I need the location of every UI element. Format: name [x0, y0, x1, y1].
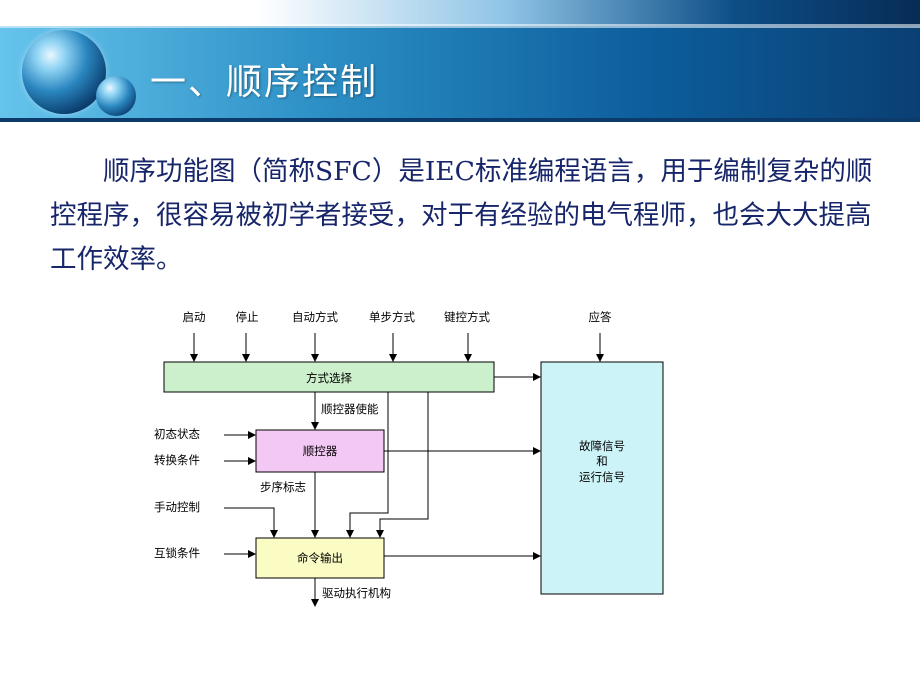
signal-box-line-and: 和 — [596, 454, 608, 468]
body-paragraph: 顺序功能图（简称SFC）是IEC标准编程语言，用于编制复杂的顺控程序，很容易被初… — [50, 150, 880, 282]
slide-title: 一、顺序控制 — [150, 62, 379, 103]
signal-box-line-run: 运行信号 — [579, 470, 625, 484]
manual-control-label: 手动控制 — [154, 500, 200, 514]
input-label-answer: 应答 — [589, 310, 612, 324]
header-highlight-line — [0, 24, 920, 28]
arrow-manual-control — [224, 507, 278, 538]
sequencer-label: 顺控器 — [303, 444, 338, 458]
command-output-label: 命令输出 — [297, 551, 343, 565]
mode-select-box — [163, 361, 495, 393]
header-top-strip — [0, 0, 920, 26]
drive-output-label: 驱动执行机构 — [322, 586, 391, 600]
paragraph-text: 顺序功能图（简称SFC）是IEC标准编程语言，用于编制复杂的顺控程序，很容易被初… — [50, 156, 873, 275]
small-sphere-decoration — [96, 76, 136, 116]
command-output-box — [255, 537, 385, 579]
line-mode-to-command-b — [376, 392, 429, 538]
input-label-start: 启动 — [183, 310, 206, 324]
input-label-single-step-mode: 单步方式 — [369, 310, 415, 324]
signal-box — [540, 361, 664, 595]
signal-box-line-fault: 故障信号 — [579, 439, 625, 453]
line-mode-to-command-a — [346, 392, 389, 538]
input-label-stop: 停止 — [236, 310, 259, 324]
slide-header: 一、顺序控制 — [0, 0, 920, 122]
header-bottom-line — [0, 118, 920, 122]
large-sphere-decoration — [22, 30, 106, 114]
step-flag-label: 步序标志 — [260, 480, 306, 494]
sequence-control-block-diagram: 启动 停止 自动方式 单步方式 键控方式 应答 方式选择 故障信号 和 运行信号… — [154, 310, 664, 607]
input-label-key-mode: 键控方式 — [444, 310, 490, 324]
interlock-label: 互锁条件 — [154, 546, 200, 560]
input-label-auto-mode: 自动方式 — [292, 310, 338, 324]
transition-label: 转换条件 — [154, 453, 200, 467]
initial-state-label: 初态状态 — [154, 427, 200, 441]
sequencer-enable-label: 顺控器使能 — [321, 402, 379, 416]
mode-select-label: 方式选择 — [306, 371, 352, 385]
